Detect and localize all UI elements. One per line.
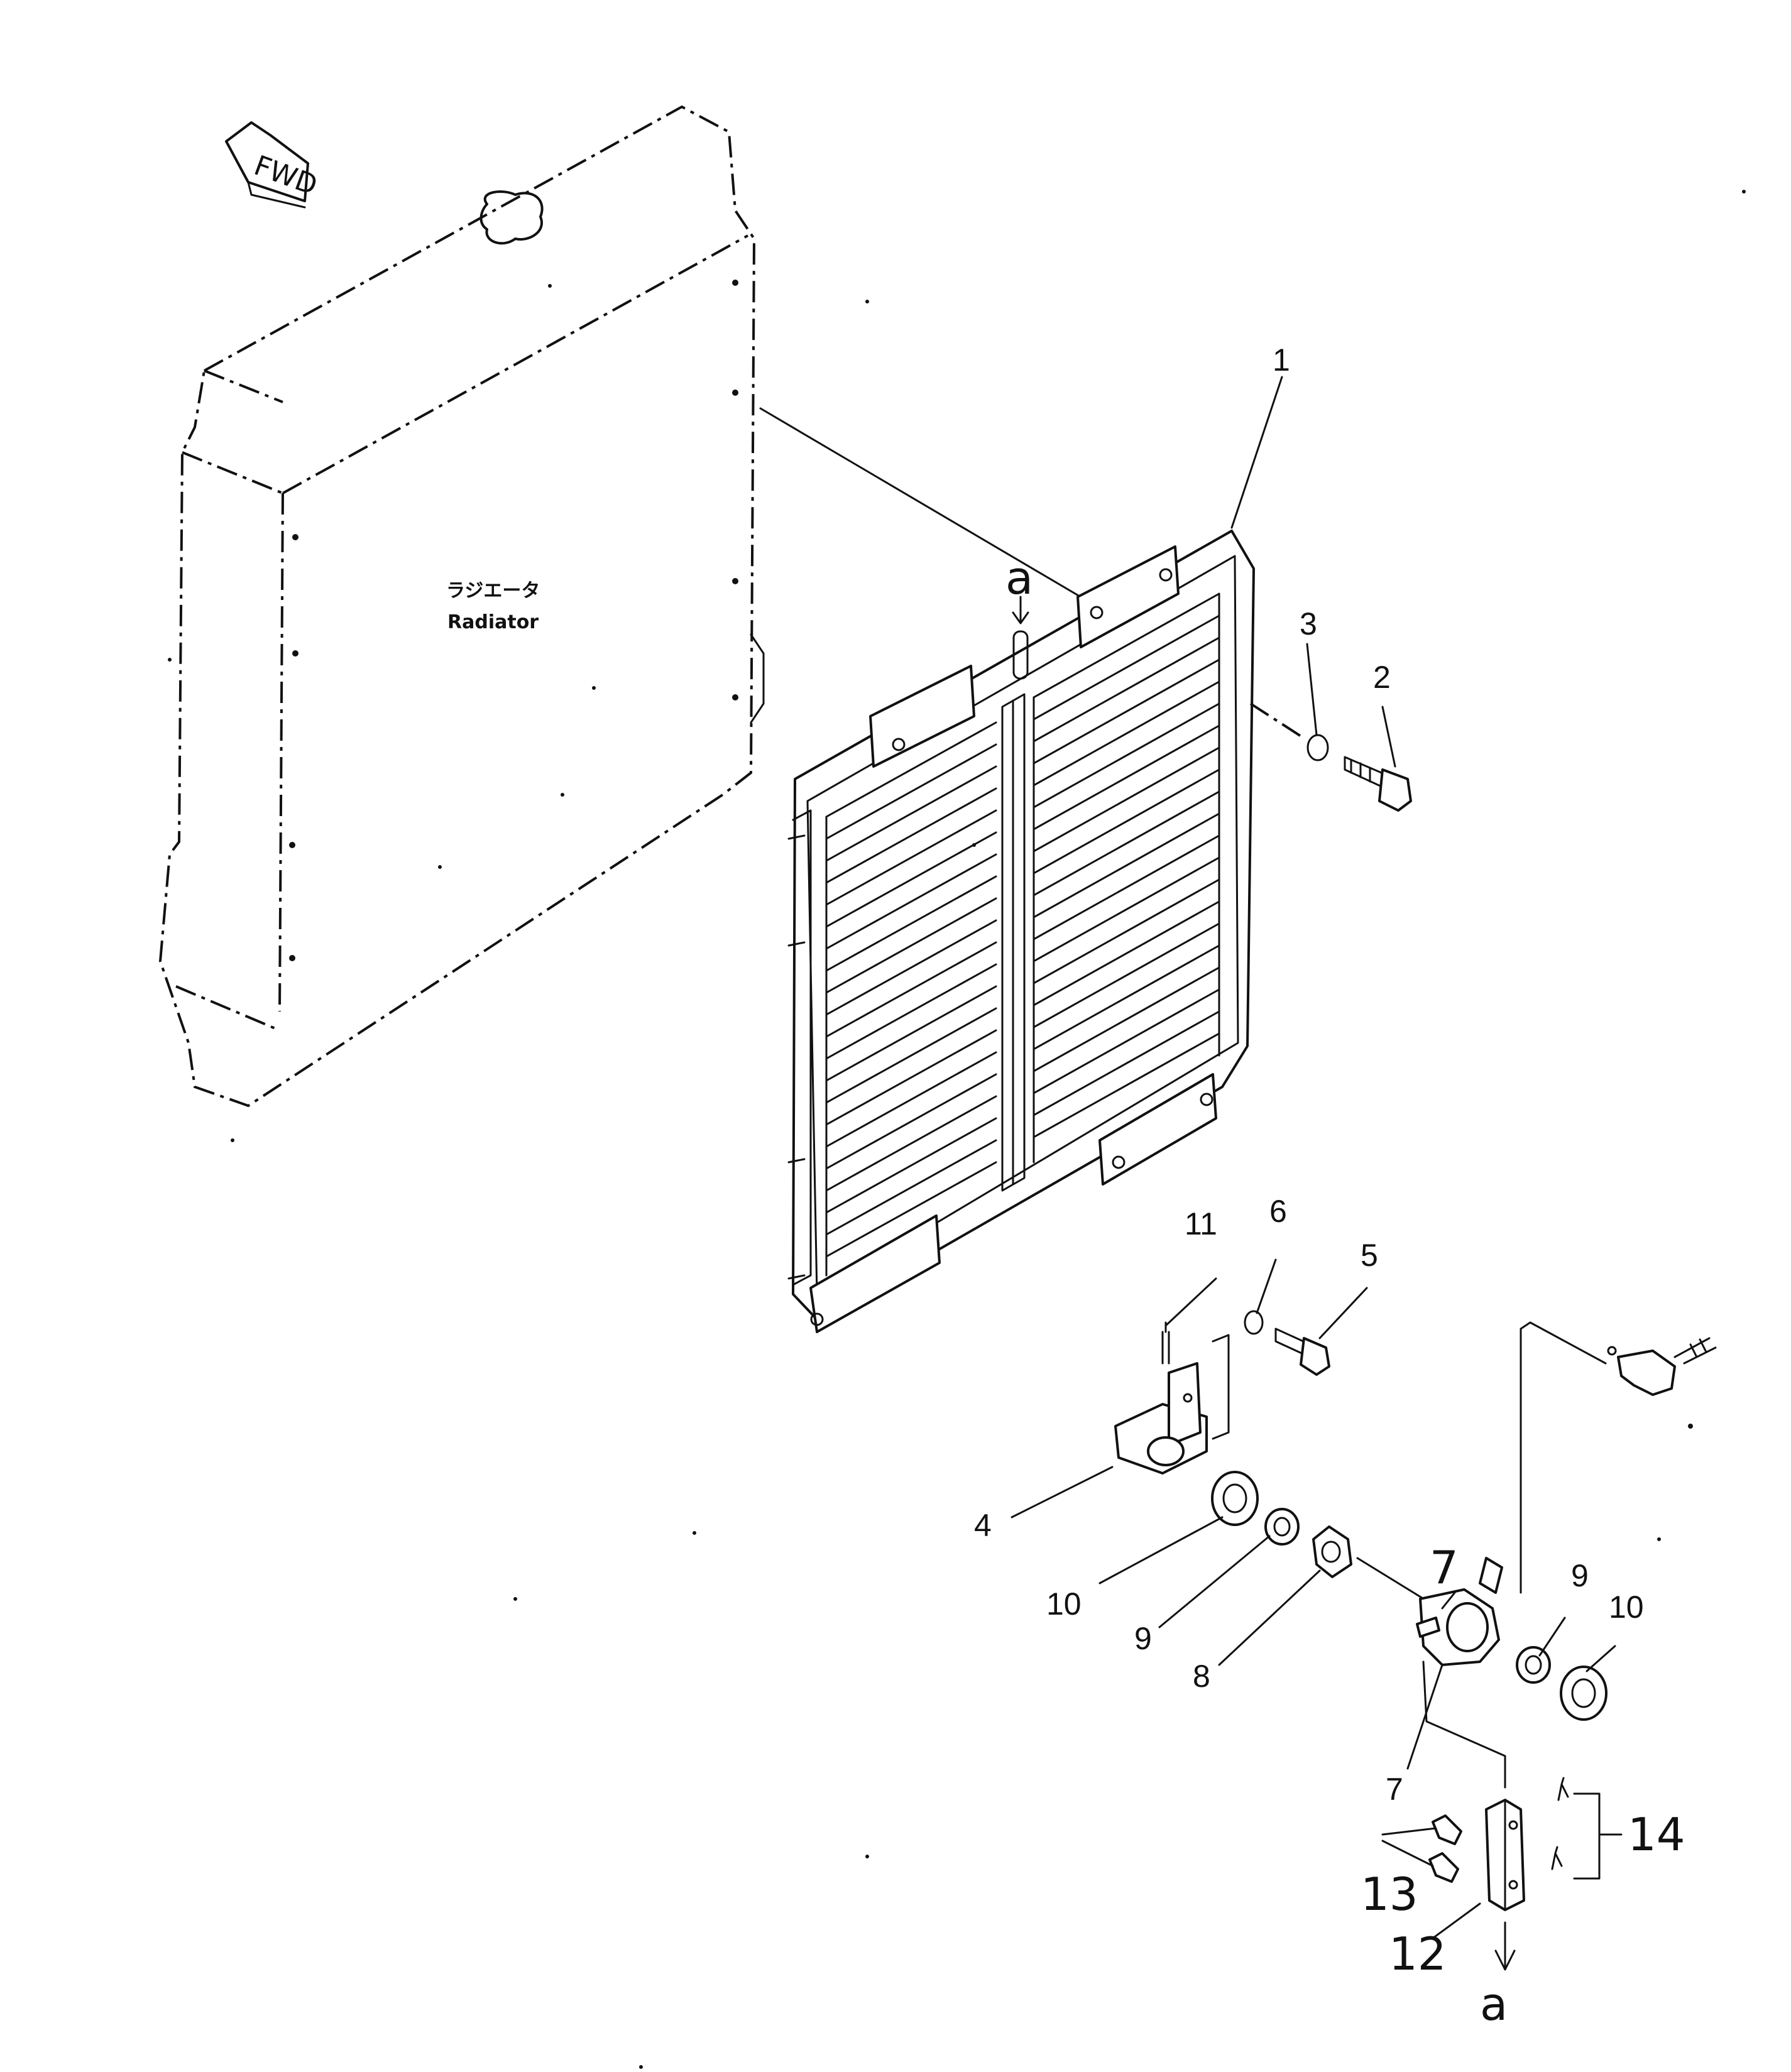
block-part-12: [1485, 1799, 1525, 1911]
callout-10-right: 10: [1609, 1589, 1644, 1625]
callout-12: 12: [1389, 1928, 1447, 1980]
callout-9-right: 9: [1571, 1558, 1589, 1593]
radiator-label-en: Radiator: [447, 611, 539, 633]
callout-5: 5: [1361, 1238, 1378, 1273]
leader-lines: [1011, 376, 1616, 1939]
scan-specks: [168, 190, 1746, 2069]
louvers-right: [1032, 592, 1220, 1164]
view-marker-a-bottom: a: [1480, 1978, 1508, 2031]
bushing-part-9-left: [1264, 1508, 1300, 1546]
bushing-part-9-right: [1516, 1646, 1551, 1684]
callout-3: 3: [1300, 606, 1317, 641]
washer-part-10-left: [1211, 1471, 1259, 1526]
callout-14: 14: [1628, 1808, 1685, 1861]
bolt-part-5: [1274, 1328, 1330, 1376]
washer-part-6: [1244, 1310, 1264, 1335]
view-marker-a-top: a: [1005, 552, 1033, 604]
louvers-left: [825, 721, 997, 1277]
callout-7-lower: 7: [1386, 1772, 1403, 1807]
washer-part-10-right: [1560, 1666, 1608, 1721]
callout-numbers: 1 2 3 4 5 6 7 7 8 9 9 10 10 11 12 13 14: [974, 342, 1685, 1980]
bolt-part-2: [1344, 756, 1412, 812]
callout-6: 6: [1269, 1194, 1287, 1229]
callout-10-left: 10: [1046, 1586, 1082, 1622]
callout-9-left: 9: [1134, 1621, 1152, 1656]
callout-11: 11: [1185, 1206, 1217, 1241]
sensor-cable: [1607, 1337, 1717, 1396]
callout-7-upper: 7: [1430, 1541, 1459, 1594]
bracket-part-4: [1114, 1321, 1230, 1475]
callout-2: 2: [1373, 660, 1391, 695]
fwd-arrow: FWD: [225, 121, 322, 209]
radiator-label-jp: ラジエータ: [446, 580, 540, 602]
lever-part-7: [1416, 1557, 1503, 1666]
cotter-pins-part-14: [1551, 1777, 1623, 1880]
callout-1: 1: [1273, 342, 1290, 378]
callout-4: 4: [974, 1508, 992, 1543]
pins-part-13: [1428, 1814, 1462, 1883]
callout-8: 8: [1193, 1659, 1210, 1694]
washer-part-3: [1306, 734, 1329, 761]
radiator: ラジエータ Radiator: [158, 105, 765, 1108]
spacer-part-8: [1312, 1525, 1352, 1578]
callout-13: 13: [1361, 1868, 1418, 1921]
guard-assembly: a: [787, 530, 1255, 1333]
